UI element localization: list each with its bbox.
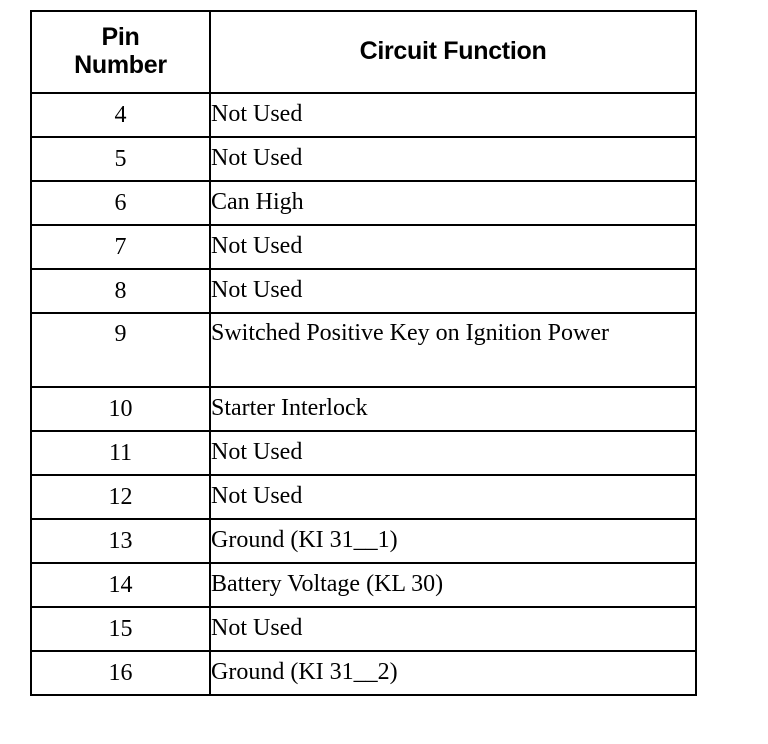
cell-circuit-function: Ground (KI 31__2) (209, 650, 697, 696)
cell-circuit-function: Can High (209, 180, 697, 226)
column-header-pin-number-line2: Number (74, 51, 167, 79)
cell-pin-number: 9 (30, 312, 211, 388)
cell-pin-number: 14 (30, 562, 211, 608)
cell-circuit-function: Not Used (209, 474, 697, 520)
cell-pin-number: 6 (30, 180, 211, 226)
cell-circuit-function: Not Used (209, 268, 697, 314)
cell-pin-number: 5 (30, 136, 211, 182)
column-header-circuit-function-label: Circuit Function (359, 37, 547, 65)
cell-circuit-function: Not Used (209, 224, 697, 270)
cell-circuit-function: Not Used (209, 92, 697, 138)
cell-pin-number: 4 (30, 92, 211, 138)
cell-pin-number: 12 (30, 474, 211, 520)
cell-pin-number: 7 (30, 224, 211, 270)
cell-pin-number: 11 (30, 430, 211, 476)
cell-pin-number: 8 (30, 268, 211, 314)
cell-circuit-function: Ground (KI 31__1) (209, 518, 697, 564)
cell-pin-number: 15 (30, 606, 211, 652)
cell-circuit-function: Switched Positive Key on Ignition Power (209, 312, 697, 388)
cell-circuit-function: Not Used (209, 430, 697, 476)
cell-circuit-function: Starter Interlock (209, 386, 697, 432)
cell-circuit-function: Not Used (209, 606, 697, 652)
column-header-circuit-function: Circuit Function (209, 10, 697, 94)
cell-circuit-function: Battery Voltage (KL 30) (209, 562, 697, 608)
cell-pin-number: 16 (30, 650, 211, 696)
column-header-pin-number: Pin Number (30, 10, 211, 94)
header-row: Pin Number Circuit Function (30, 10, 697, 94)
table-header: Pin Number Circuit Function (30, 10, 697, 94)
cell-pin-number: 10 (30, 386, 211, 432)
cell-pin-number: 13 (30, 518, 211, 564)
cell-circuit-function: Not Used (209, 136, 697, 182)
column-header-pin-number-line1: Pin (101, 23, 140, 51)
